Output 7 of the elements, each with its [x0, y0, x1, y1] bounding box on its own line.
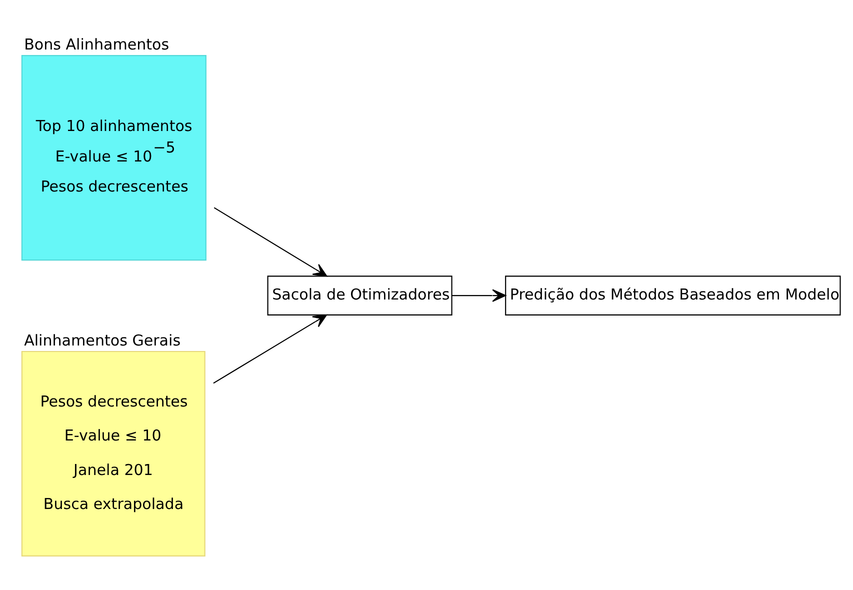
arrow	[213, 314, 327, 384]
arrow	[452, 289, 506, 302]
node-box: Sacola de Otimizadores	[267, 276, 452, 316]
arrow	[214, 207, 328, 277]
node-label: Bons Alinhamentos	[24, 35, 170, 54]
node-box: Predição dos Métodos Baseados em Modelo	[505, 276, 841, 316]
node-label: Alinhamentos Gerais	[24, 331, 181, 350]
